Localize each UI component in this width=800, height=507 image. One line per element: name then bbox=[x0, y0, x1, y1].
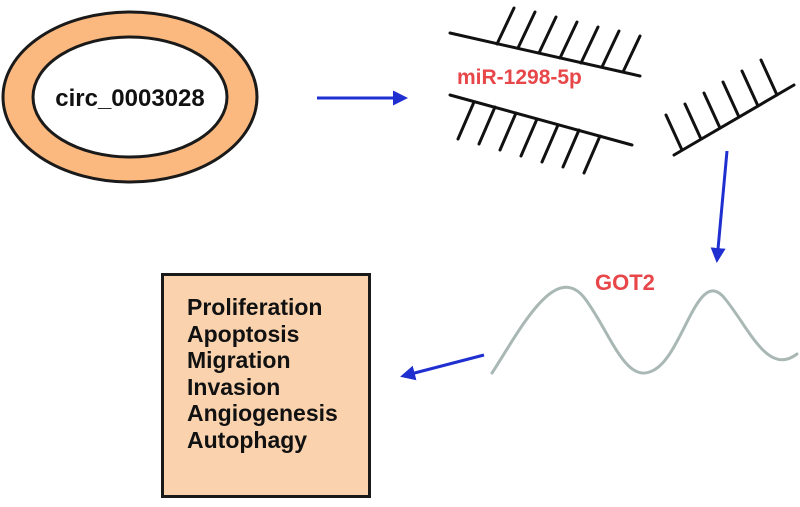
circrna-label: circ_0003028 bbox=[55, 85, 204, 112]
outcome-migration: Migration bbox=[187, 347, 291, 373]
outcome-proliferation: Proliferation bbox=[187, 294, 323, 320]
mirna-lower-strand bbox=[448, 93, 634, 175]
outcomes-box: Proliferation Apoptosis Migration Invasi… bbox=[161, 273, 371, 498]
arrow-got2-to-outcomes bbox=[400, 353, 485, 381]
outcome-angiogenesis: Angiogenesis bbox=[187, 400, 338, 426]
mirna-duplex bbox=[448, 6, 796, 175]
got2-mrna-wave bbox=[490, 285, 799, 375]
outcome-invasion: Invasion bbox=[187, 373, 281, 400]
outcome-apoptosis: Apoptosis bbox=[187, 320, 300, 347]
mirna-upper-strand bbox=[448, 6, 642, 78]
mirna-label: miR-1298-5p bbox=[457, 66, 582, 89]
arrow-mirna-to-got2 bbox=[710, 150, 729, 263]
mirna-single-strand bbox=[664, 58, 796, 157]
circrna-inner-core bbox=[31, 35, 229, 159]
got2-label: GOT2 bbox=[595, 270, 655, 295]
outcome-autophagy: Autophagy bbox=[187, 426, 308, 453]
circrna-ring: circ_0003028 bbox=[1, 10, 259, 184]
